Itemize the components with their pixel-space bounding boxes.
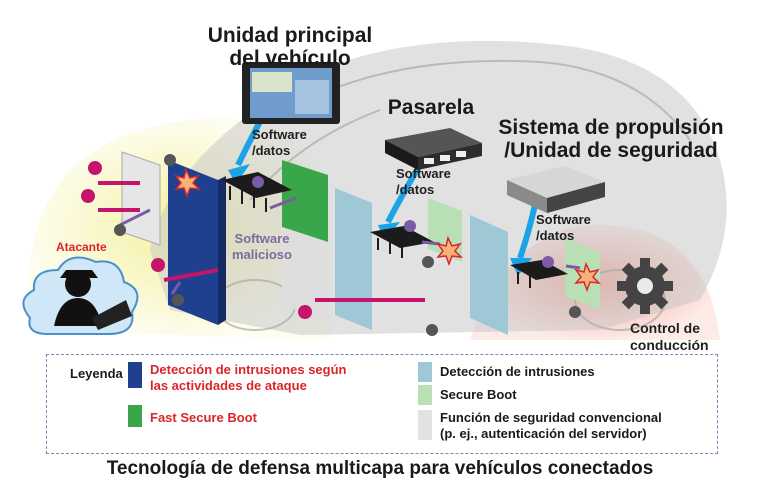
gateway-device [385,128,482,170]
software-data-label-2: Software/datos [396,166,451,197]
legend-item-secure-boot: Secure Boot [440,387,517,402]
layer-intrusion-detection-2 [470,215,508,335]
legend-swatch-conventional [418,410,432,440]
software-data-label-3: Software/datos [536,212,591,243]
block-burst-icons [174,167,602,293]
figure-caption: Tecnología de defensa multicapa para veh… [106,458,654,479]
legend-swatch-intrusion-detection [418,362,432,382]
virus-icons [81,154,581,336]
legend-item-intrusion-detection: Detección de intrusiones [440,364,595,379]
layer-fast-secure-boot [282,160,328,320]
legend-item-conventional: Función de seguridad convencional(p. ej.… [440,410,662,441]
attack-arrows [98,181,425,302]
attacker-cloud [22,256,139,335]
powertrain-device [507,166,605,213]
layer-conventional-1 [121,151,161,246]
head-unit-device [242,62,340,124]
legend [46,354,718,454]
attacker-label: Atacante [56,240,107,254]
diagram-illustration [22,40,727,340]
legend-swatch-secure-boot [418,385,432,405]
legend-title: Leyenda [70,366,123,381]
layer-intrusion-detection-1 [335,188,372,330]
powertrain-title: Sistema de propulsión/Unidad de segurida… [498,116,724,162]
software-data-label-1: Software/datos [252,127,307,158]
legend-item-fast-secure-boot: Fast Secure Boot [150,410,257,425]
gateway-title: Pasarela [387,96,475,119]
legend-swatch-fast-secure-boot [128,405,142,427]
driving-control-gear [617,258,673,314]
legend-swatch-attack-detection [128,362,142,388]
